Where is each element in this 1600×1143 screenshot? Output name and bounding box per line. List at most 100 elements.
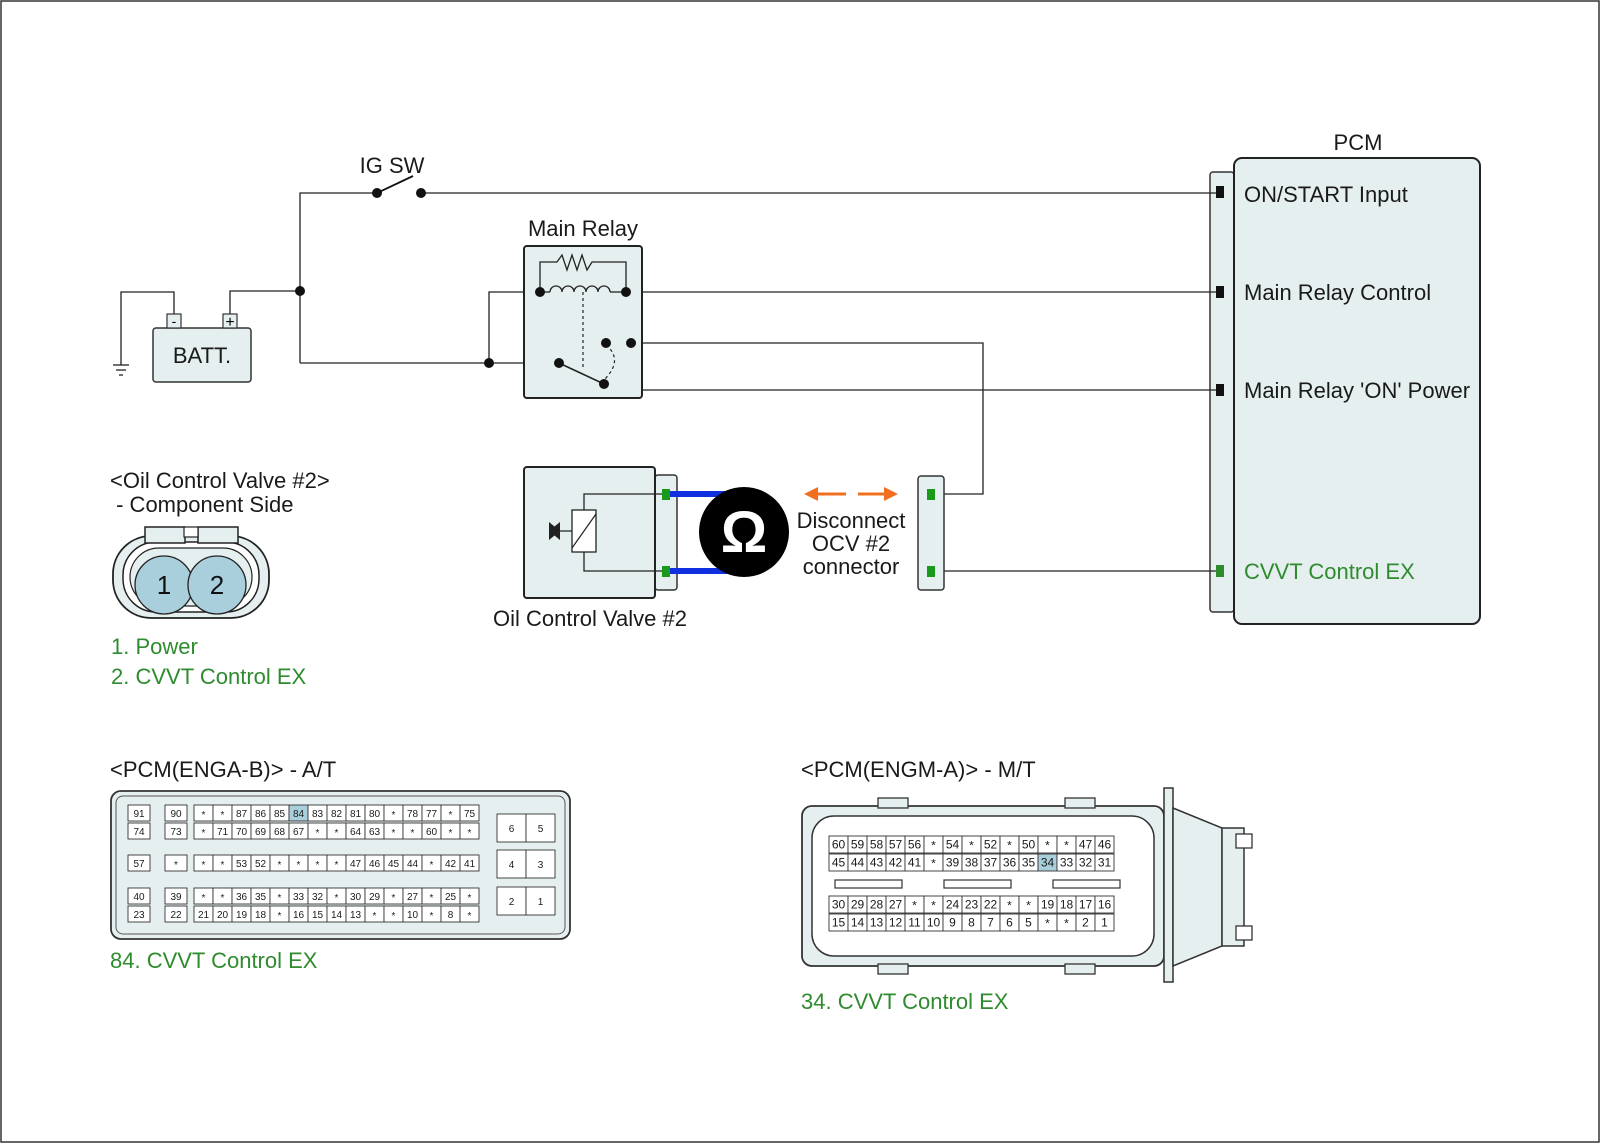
pin-label: 43 [870, 856, 884, 870]
battery-minus-sign: - [172, 313, 177, 329]
pin-label: 20 [217, 910, 229, 921]
pin-label: 2 [1082, 916, 1089, 930]
pin-label: 67 [293, 827, 305, 838]
pin-label: 46 [369, 859, 381, 870]
pin-cell [127, 854, 151, 872]
pin-label: 18 [1060, 898, 1074, 912]
pin-cell [1094, 835, 1115, 854]
main-relay-control-label: Main Relay Control [1244, 280, 1431, 305]
ocv-name-label: Oil Control Valve #2 [493, 606, 687, 631]
pin-label: * [931, 899, 936, 913]
pin-label: 4 [509, 860, 515, 871]
pcm-m-note: 34. CVVT Control EX [801, 989, 1009, 1014]
pin-label: * [335, 893, 339, 904]
pin-label: 15 [832, 916, 846, 930]
pin-label: 85 [274, 809, 286, 820]
pin-label: 29 [851, 898, 865, 912]
pin-label: 2 [509, 897, 515, 908]
pin-label: * [468, 828, 472, 839]
pin-label: * [468, 893, 472, 904]
pcm-m-title: <PCM(ENGM-A)> - M/T [801, 757, 1036, 782]
pin-label: * [335, 828, 339, 839]
pin-label: 73 [170, 827, 182, 838]
pin-label: * [411, 828, 415, 839]
pin-label: * [392, 911, 396, 922]
pin-label: * [449, 828, 453, 839]
pin-label: * [1007, 899, 1012, 913]
pin-label: 6 [1006, 916, 1013, 930]
pin-label: 14 [331, 910, 343, 921]
pin-label: 58 [870, 838, 884, 852]
pin-label: * [221, 893, 225, 904]
pin-label: 17 [1079, 898, 1093, 912]
pin-label: * [931, 839, 936, 853]
pin-label: 1 [1101, 916, 1108, 930]
pin-label: 24 [946, 898, 960, 912]
pin-cell [1094, 895, 1115, 914]
pin-label: 5 [1025, 916, 1032, 930]
pin-label: 64 [350, 827, 362, 838]
pin-cell [127, 887, 151, 905]
pcm-cvvt-control-label: CVVT Control EX [1244, 559, 1415, 584]
pin-label: 32 [312, 892, 324, 903]
pin-label: * [430, 893, 434, 904]
ig-switch: IG SW [360, 153, 426, 198]
pin-cell [459, 905, 480, 923]
pin-label: 23 [133, 910, 145, 921]
ig-sw-label: IG SW [360, 153, 425, 178]
pin-label: 52 [255, 859, 267, 870]
pin-label: * [1045, 917, 1050, 931]
pin-label: 82 [331, 809, 343, 820]
pin-cell [525, 813, 556, 843]
pin-label: 68 [274, 827, 286, 838]
pin-cell [127, 822, 151, 840]
pin-label: * [221, 860, 225, 871]
pin-label: * [297, 860, 301, 871]
pin-label: * [392, 828, 396, 839]
pin-label: 86 [255, 809, 267, 820]
battery-label: BATT. [173, 343, 231, 368]
pin-label: 19 [1041, 898, 1055, 912]
pin-label: * [278, 860, 282, 871]
pin-label: 57 [889, 838, 903, 852]
pin-cell [496, 813, 527, 843]
pcm-module: PCM ON/START Input Main Relay Control Ma… [1209, 130, 1481, 625]
pin-label: 6 [509, 824, 515, 835]
ocv-connector-title: <Oil Control Valve #2> [110, 468, 330, 493]
pin-label: * [1045, 839, 1050, 853]
pin-cell [1094, 913, 1115, 932]
pcm-title: PCM [1334, 130, 1383, 155]
ocv-pin-2: 2 [210, 570, 224, 600]
pin-cell [164, 887, 188, 905]
pin-label: 90 [170, 809, 182, 820]
pin-cell [459, 887, 480, 905]
pin-label: * [373, 911, 377, 922]
pin-label: 63 [369, 827, 381, 838]
pin-label: 23 [965, 898, 979, 912]
pin-cell [164, 905, 188, 923]
pin-cell [459, 854, 480, 872]
pin-cell [164, 854, 188, 872]
pin-label: 84 [293, 809, 305, 820]
pcm-b-note: 84. CVVT Control EX [110, 948, 318, 973]
pin-label: * [392, 810, 396, 821]
pin-label: 81 [350, 809, 362, 820]
pin-label: * [202, 810, 206, 821]
oil-control-valve: Oil Control Valve #2 [493, 466, 687, 631]
pin-label: * [221, 810, 225, 821]
pin-label: 78 [407, 809, 419, 820]
pin-label: 91 [133, 809, 145, 820]
ocv-connector-face: 1 2 [112, 526, 270, 619]
pin-label: 37 [984, 856, 998, 870]
pin-label: 56 [908, 838, 922, 852]
pin-label: 57 [133, 859, 145, 870]
pin-label: * [912, 899, 917, 913]
pin-label: 60 [832, 838, 846, 852]
pin-label: 41 [908, 856, 922, 870]
pin-label: 5 [538, 824, 544, 835]
pin-label: 25 [445, 892, 457, 903]
